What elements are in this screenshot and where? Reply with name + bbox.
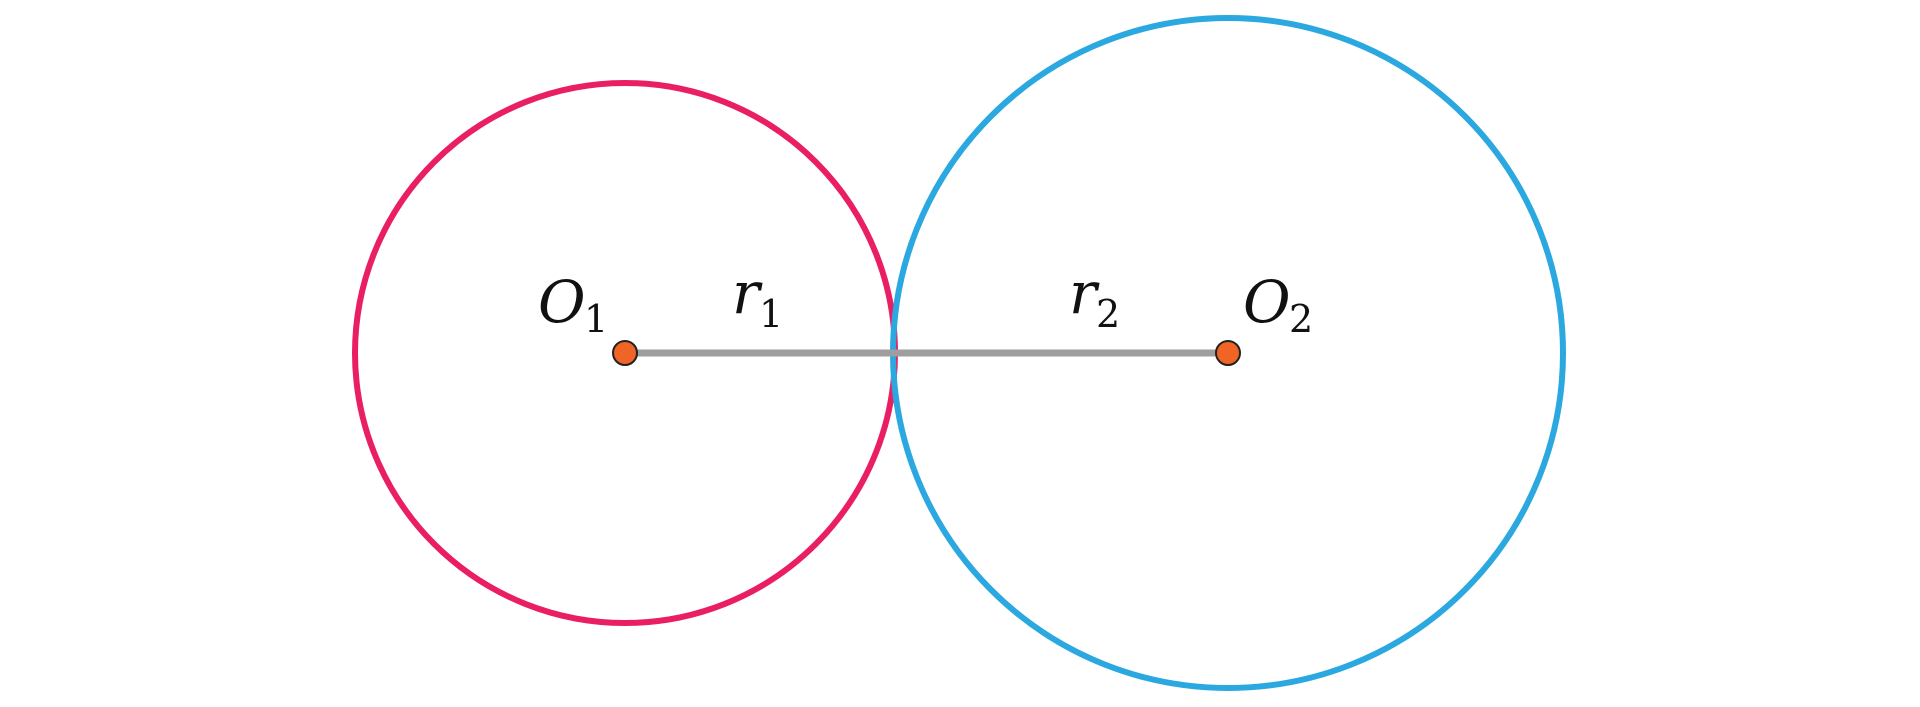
center-point-o2 (1215, 340, 1241, 366)
label-o1-main: O (538, 268, 586, 336)
label-r2-main: r (1069, 259, 1100, 327)
label-r2: r 2 (1069, 259, 1120, 336)
label-o1-subscript: 1 (584, 297, 608, 341)
label-o2: O 2 (1243, 268, 1313, 341)
label-r1-main: r (732, 259, 763, 327)
center-point-o1 (612, 340, 638, 366)
label-o2-main: O (1243, 268, 1291, 336)
label-r1: r 1 (732, 259, 783, 336)
label-r2-subscript: 2 (1096, 292, 1120, 336)
label-o2-subscript: 2 (1289, 297, 1313, 341)
label-r1-subscript: 1 (759, 292, 783, 336)
label-o1: O 1 (538, 268, 608, 341)
